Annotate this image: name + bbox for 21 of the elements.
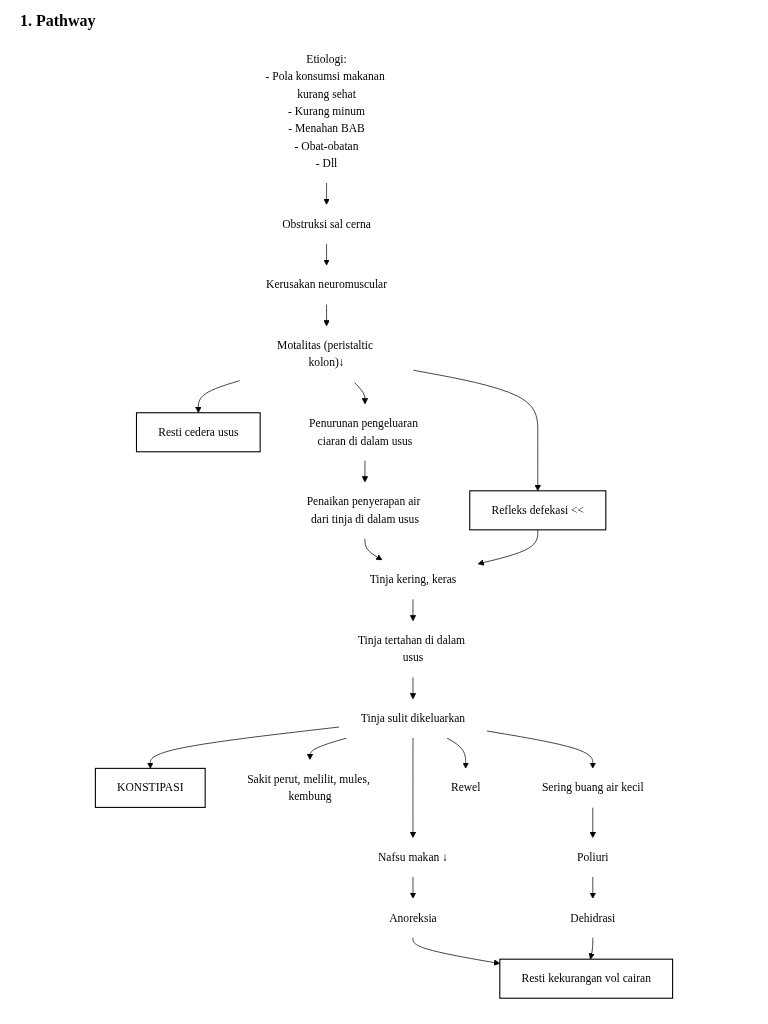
node-box: Resti kekurangan vol cairan — [499, 958, 674, 999]
node-text: Kerusakan neuromuscular — [266, 278, 388, 291]
node-box: Resti cedera usus — [135, 412, 261, 453]
node-text: Rewel — [450, 781, 481, 794]
node-box: Refleks defekasi << — [469, 490, 607, 531]
node-box: KONSTIPASI — [94, 767, 206, 808]
node-text: Tinja tertahan di dalam usus — [357, 633, 466, 664]
diagram-title: 1. Pathway — [20, 12, 96, 30]
node-text: Poliuri — [577, 850, 609, 864]
node-text: Tinja kering, keras — [369, 573, 457, 586]
node-text: Obstruksi sal cerna — [282, 217, 371, 230]
node-text: Sakit perut, melilit, mules, kembung — [247, 772, 370, 803]
node-text: Penaikan penyerapan air dari tinja di dalam usus — [306, 495, 421, 525]
node-text: Dehidrasi — [570, 911, 616, 924]
node-text: Nafsu makan ↓ — [377, 850, 448, 864]
node-text: Motalitas (peristaltic kolon)↓ — [277, 339, 374, 369]
node-text: Anoreksia — [389, 911, 437, 924]
node-text: Tinja sulit dikeluarkan — [360, 711, 466, 725]
node-text: Etiologi: - Pola konsumsi makanan kurang sehat - Kurang minum - Menahan BAB - Obat-obatan - Dll — [265, 52, 385, 170]
node-text: Penurunan pengeluaran ciaran di dalam usus — [309, 417, 418, 447]
node-text: Sering buang air kecil — [541, 781, 644, 794]
